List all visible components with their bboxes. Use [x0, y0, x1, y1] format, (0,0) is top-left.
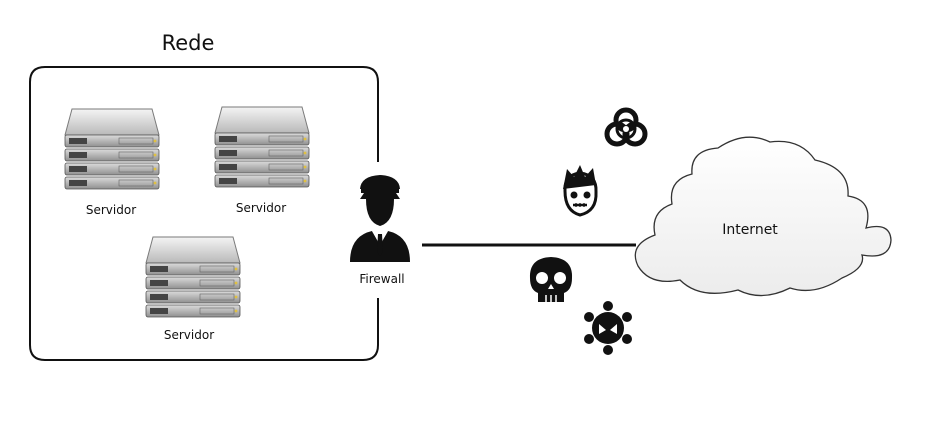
firewall-label: Firewall — [359, 272, 404, 286]
server-3: Servidor — [145, 236, 241, 342]
skull-icon — [529, 257, 573, 302]
server-icon — [64, 108, 160, 190]
server-icon — [145, 236, 241, 318]
server-label: Servidor — [236, 201, 286, 215]
server-icon — [214, 106, 310, 188]
biohazard-icon — [604, 107, 648, 147]
internet-label: Internet — [722, 222, 778, 238]
virus-icon — [584, 301, 632, 355]
internet-cloud: Internet — [634, 136, 892, 297]
server-label: Servidor — [164, 328, 214, 342]
network-title: Rede — [162, 31, 215, 55]
cloud-icon — [634, 136, 892, 297]
server-label: Servidor — [86, 203, 136, 217]
firewall: Firewall — [350, 175, 410, 286]
guard-icon — [350, 175, 410, 262]
network-boundary — [29, 66, 379, 361]
server-2: Servidor — [214, 106, 310, 215]
zombie-face-icon — [563, 165, 598, 217]
server-1: Servidor — [64, 108, 160, 217]
